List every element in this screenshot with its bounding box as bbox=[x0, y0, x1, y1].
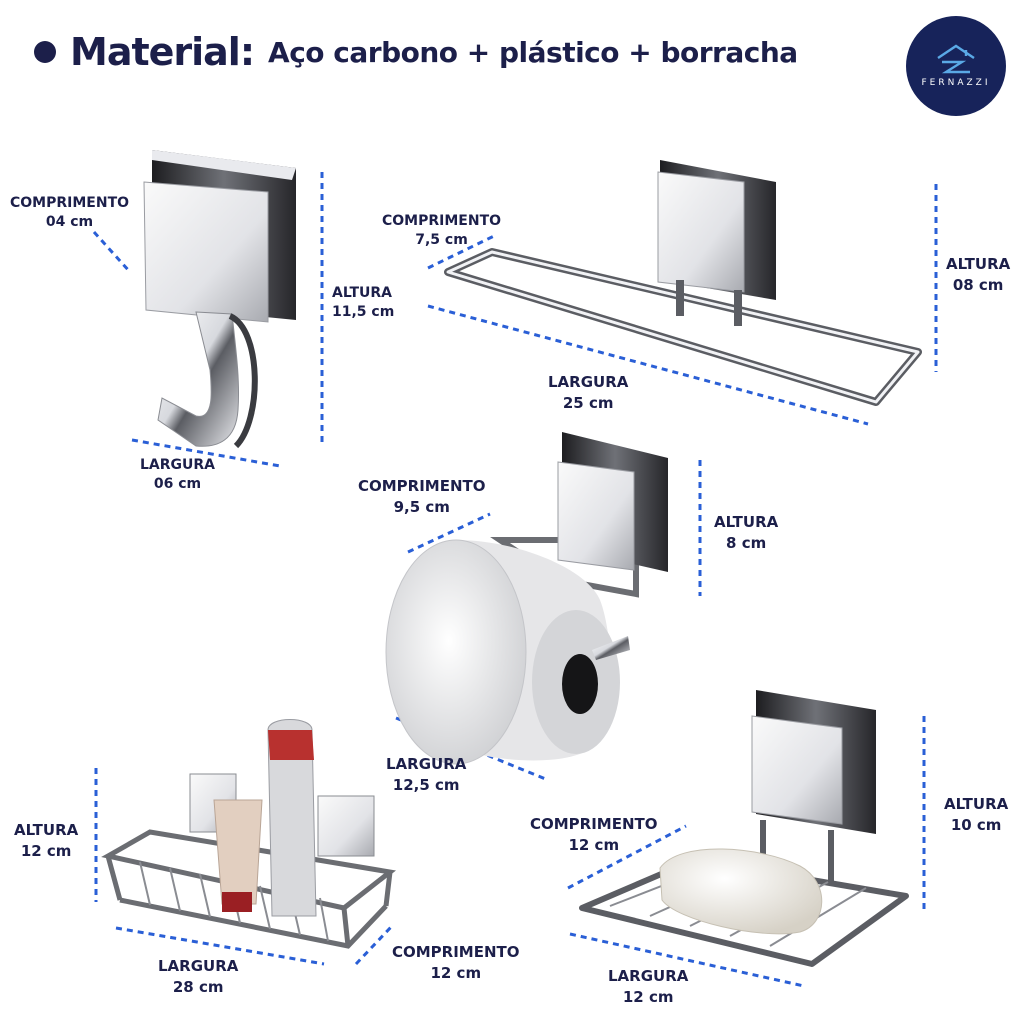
dim-label-text: COMPRIMENTO bbox=[392, 943, 520, 961]
paper-holder-altura-label: ALTURA 8 cm bbox=[714, 512, 778, 554]
dim-label-text: LARGURA bbox=[140, 457, 216, 473]
dim-label-text: LARGURA bbox=[386, 755, 467, 773]
hook-altura-label: ALTURA 11,5 cm bbox=[332, 284, 394, 322]
material-value: Aço carbono + plástico + borracha bbox=[268, 35, 798, 69]
dim-label-text: COMPRIMENTO bbox=[530, 815, 658, 833]
dim-value-text: 08 cm bbox=[952, 276, 1004, 294]
dim-label-text: COMPRIMENTO bbox=[358, 477, 486, 495]
hook-comprimento-label: COMPRIMENTO 04 cm bbox=[10, 194, 129, 232]
material-key: Material: bbox=[70, 30, 255, 74]
dim-value-text: 10 cm bbox=[950, 816, 1002, 834]
dim-value-text: 06 cm bbox=[153, 476, 202, 492]
material-heading: Material: Aço carbono + plástico + borra… bbox=[34, 30, 798, 74]
dim-label-text: ALTURA bbox=[946, 255, 1011, 273]
hook-largura-label: LARGURA 06 cm bbox=[140, 456, 215, 494]
dim-value-text: 28 cm bbox=[172, 978, 224, 996]
dim-value-text: 12 cm bbox=[430, 964, 482, 982]
towel-bar-largura-label: LARGURA 25 cm bbox=[548, 372, 628, 414]
dim-label-text: LARGURA bbox=[608, 967, 689, 985]
dim-label-text: COMPRIMENTO bbox=[10, 195, 130, 211]
dim-value-text: 9,5 cm bbox=[393, 498, 450, 516]
dim-label-text: ALTURA bbox=[944, 795, 1009, 813]
soap-dish-altura-label: ALTURA 10 cm bbox=[944, 794, 1008, 836]
dim-value-text: 8 cm bbox=[726, 534, 767, 552]
house-icon bbox=[937, 44, 975, 74]
dim-label-text: ALTURA bbox=[332, 285, 392, 301]
hook-illustration bbox=[143, 150, 296, 449]
dim-value-text: 11,5 cm bbox=[332, 304, 395, 320]
basket-comprimento-label: COMPRIMENTO 12 cm bbox=[392, 942, 520, 984]
bullet-dot bbox=[34, 41, 56, 63]
basket-altura-label: ALTURA 12 cm bbox=[14, 820, 78, 862]
towel-bar-altura-label: ALTURA 08 cm bbox=[946, 254, 1010, 296]
dim-label-text: COMPRIMENTO bbox=[382, 213, 502, 229]
towel-bar-comprimento-label: COMPRIMENTO 7,5 cm bbox=[382, 212, 501, 250]
dim-value-text: 25 cm bbox=[562, 394, 614, 412]
logo-text: FERNAZZI bbox=[921, 78, 991, 88]
soap-dish-illustration bbox=[579, 690, 909, 967]
paper-holder-largura-label: LARGURA 12,5 cm bbox=[386, 754, 466, 796]
dim-label-text: LARGURA bbox=[548, 373, 629, 391]
towel-bar-illustration bbox=[444, 160, 922, 406]
dim-label-text: ALTURA bbox=[14, 821, 79, 839]
dim-value-text: 12 cm bbox=[568, 836, 620, 854]
basket-largura-label: LARGURA 28 cm bbox=[158, 956, 238, 998]
basket-illustration bbox=[101, 719, 397, 949]
dim-label-text: LARGURA bbox=[158, 957, 239, 975]
paper-holder-illustration bbox=[385, 432, 668, 765]
soap-dish-largura-label: LARGURA 12 cm bbox=[608, 966, 688, 1008]
dimension-lines bbox=[92, 172, 938, 988]
soap-dish-comprimento-label: COMPRIMENTO 12 cm bbox=[530, 814, 658, 856]
dim-value-text: 12,5 cm bbox=[392, 776, 460, 794]
paper-holder-comprimento-label: COMPRIMENTO 9,5 cm bbox=[358, 476, 486, 518]
dim-label-text: ALTURA bbox=[714, 513, 779, 531]
dim-value-text: 7,5 cm bbox=[415, 232, 468, 248]
dim-value-text: 12 cm bbox=[622, 988, 674, 1006]
dim-value-text: 12 cm bbox=[20, 842, 72, 860]
dim-value-text: 04 cm bbox=[45, 214, 94, 230]
fernazzi-logo: FERNAZZI bbox=[906, 16, 1006, 116]
